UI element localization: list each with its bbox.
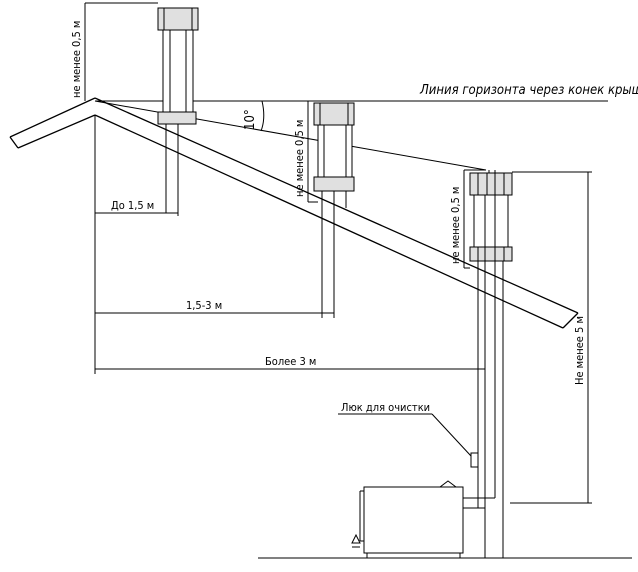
dim-5m [510, 171, 592, 504]
min-height-left-label: не менее 0,5 м [70, 21, 83, 98]
dim-right-05 [463, 169, 486, 269]
dist-1-5-3-label: 1,5-3 м [186, 299, 222, 312]
ten-degree-line [94, 100, 487, 171]
min-height-5-label: Не менее 5 м [573, 316, 586, 385]
chimney-middle [313, 102, 355, 318]
dim-distances [94, 115, 485, 374]
cleanout-hatch-label: Люк для очистки [341, 401, 430, 414]
dim-left-05 [84, 2, 158, 101]
cleanout-hatch [338, 413, 479, 468]
horizon-line-label: Линия горизонта через конек крыши [419, 83, 638, 98]
min-height-mid-label: не менее 0,5 м [293, 120, 306, 197]
angle-arc [260, 100, 265, 132]
stove [351, 480, 478, 558]
angle-label: 10° [243, 109, 258, 130]
chimney-right [469, 170, 513, 558]
min-height-right-label: не менее 0,5 м [449, 187, 462, 264]
dim-mid-05 [307, 101, 318, 203]
dist-more-3-label: Более 3 м [265, 355, 316, 368]
chimney-left [157, 7, 199, 213]
dist-up-to-1-5-label: До 1,5 м [111, 199, 154, 212]
